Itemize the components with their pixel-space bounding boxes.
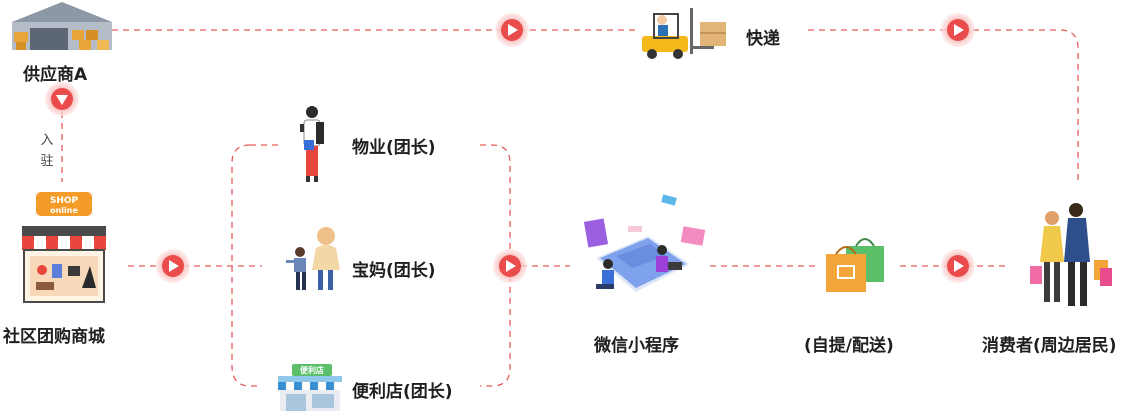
node-consumer-label: 消费者(周边居民) (982, 336, 1117, 356)
shop-sign-line2: online (50, 206, 78, 215)
edge-onboard-label-1: 入 (40, 133, 54, 148)
arrow-button-1 (495, 13, 529, 47)
arrow-button-3 (156, 249, 190, 283)
node-property-label: 物业(团长) (352, 138, 436, 158)
arrow-button-5 (941, 249, 975, 283)
connector-lines (61, 29, 1079, 387)
mini-program-icon (583, 194, 706, 292)
convenience-store-icon: 便利店 (278, 364, 342, 411)
shopping-couple-icon (1030, 203, 1112, 306)
mom-child-icon (286, 227, 340, 290)
store-sign: 便利店 (300, 365, 324, 375)
edge-onboard-label-2: 驻 (40, 154, 54, 169)
forklift-icon (642, 8, 726, 59)
shop-online-icon: SHOP online (22, 192, 106, 303)
node-express-label: 快递 (746, 29, 780, 49)
arrow-button-4 (493, 249, 527, 283)
node-mall-label: 社区团购商城 (3, 327, 105, 347)
arrow-button-down (45, 82, 79, 116)
arrow-button-2 (941, 13, 975, 47)
woman-phone-icon (300, 106, 324, 182)
bracket-left (231, 144, 262, 387)
node-pickup-label: (自提/配送) (804, 336, 894, 356)
shop-sign-line1: SHOP (50, 196, 79, 206)
shopping-bags-icon (826, 238, 884, 292)
node-store-label: 便利店(团长) (352, 382, 453, 402)
connector-express-consumer (808, 29, 1079, 182)
node-miniprogram-label: 微信小程序 (594, 336, 679, 356)
warehouse-icon (12, 2, 112, 50)
node-supplier-label: 供应商A (23, 65, 88, 85)
node-mom-label: 宝妈(团长) (352, 261, 436, 281)
